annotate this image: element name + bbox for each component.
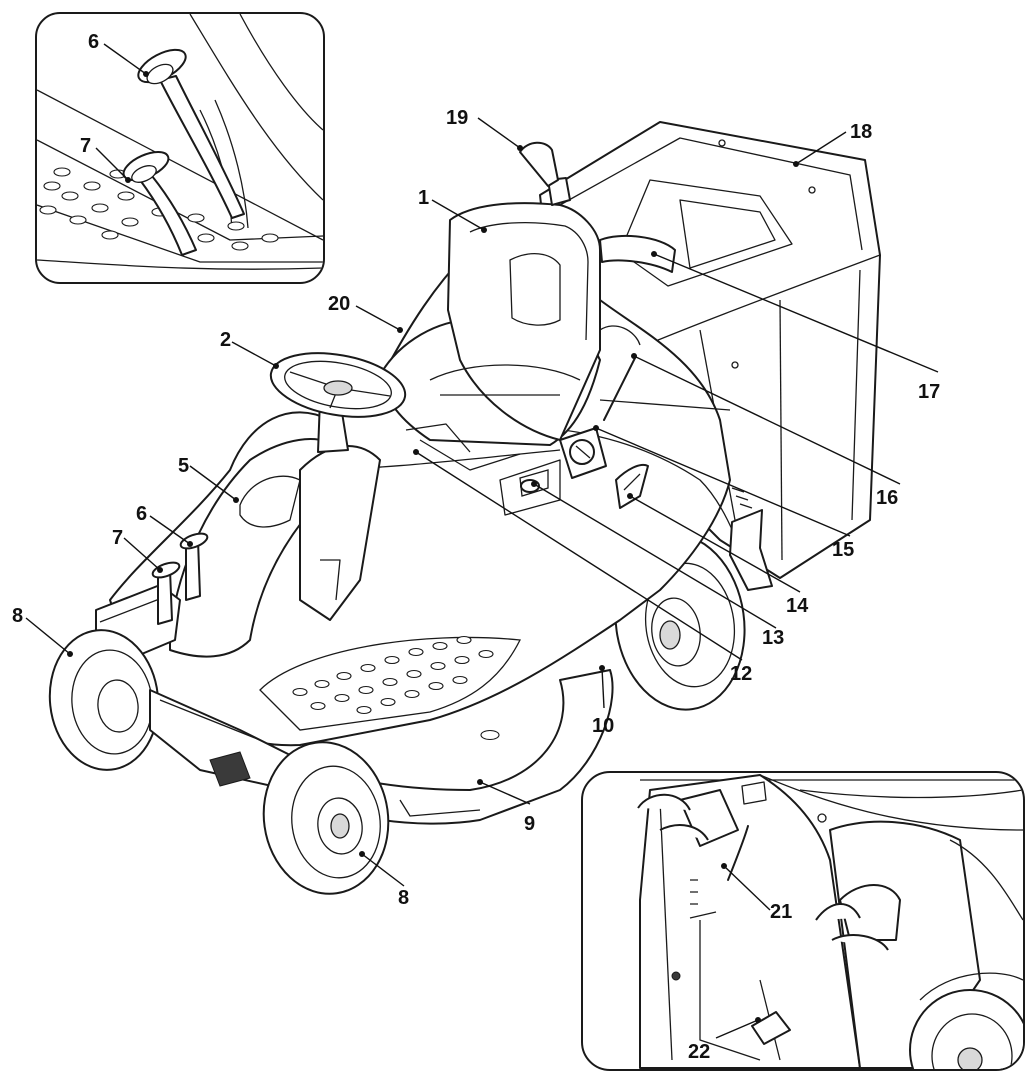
callout-12: 12: [730, 663, 752, 685]
callout-6: 6: [136, 503, 147, 525]
callout-20: 20: [328, 293, 350, 315]
steering-wheel: [269, 352, 407, 453]
front-wheel-left: [48, 629, 160, 771]
callout-labels: 6 7 19 18 1 20 2 17 5 16 6 15 7 14 8 13 …: [12, 31, 940, 1063]
callout-22: 22: [688, 1041, 710, 1063]
callout-9: 9: [524, 813, 535, 835]
callout-13: 13: [762, 627, 784, 649]
callout-17: 17: [918, 381, 940, 403]
callout-21: 21: [770, 901, 792, 923]
callout-19: 19: [446, 107, 468, 129]
callout-15: 15: [832, 539, 854, 561]
callout-16: 16: [876, 487, 898, 509]
callout-14: 14: [786, 595, 809, 617]
inset-pedals: [35, 12, 325, 284]
leader-lines: [25, 43, 939, 1039]
callout-5: 5: [178, 455, 189, 477]
callout-7: 7: [112, 527, 123, 549]
callout-7-inset: 7: [80, 135, 91, 157]
lever-knob: [519, 141, 571, 206]
callout-8-right: 8: [398, 887, 409, 909]
callout-8-left: 8: [12, 605, 23, 627]
callout-18: 18: [850, 121, 872, 143]
seat: [379, 202, 641, 446]
callout-2: 2: [220, 329, 231, 351]
floor-holes: [292, 635, 500, 741]
mower-illustration: [48, 121, 881, 895]
callout-10: 10: [592, 715, 614, 737]
front-wheel-right: [262, 741, 390, 895]
inset-floor-holes: [39, 167, 279, 251]
main-pedals: [151, 532, 209, 625]
inset-rear-hitch: [581, 771, 1025, 1071]
callout-6-inset: 6: [88, 31, 99, 53]
callout-1: 1: [418, 187, 429, 209]
